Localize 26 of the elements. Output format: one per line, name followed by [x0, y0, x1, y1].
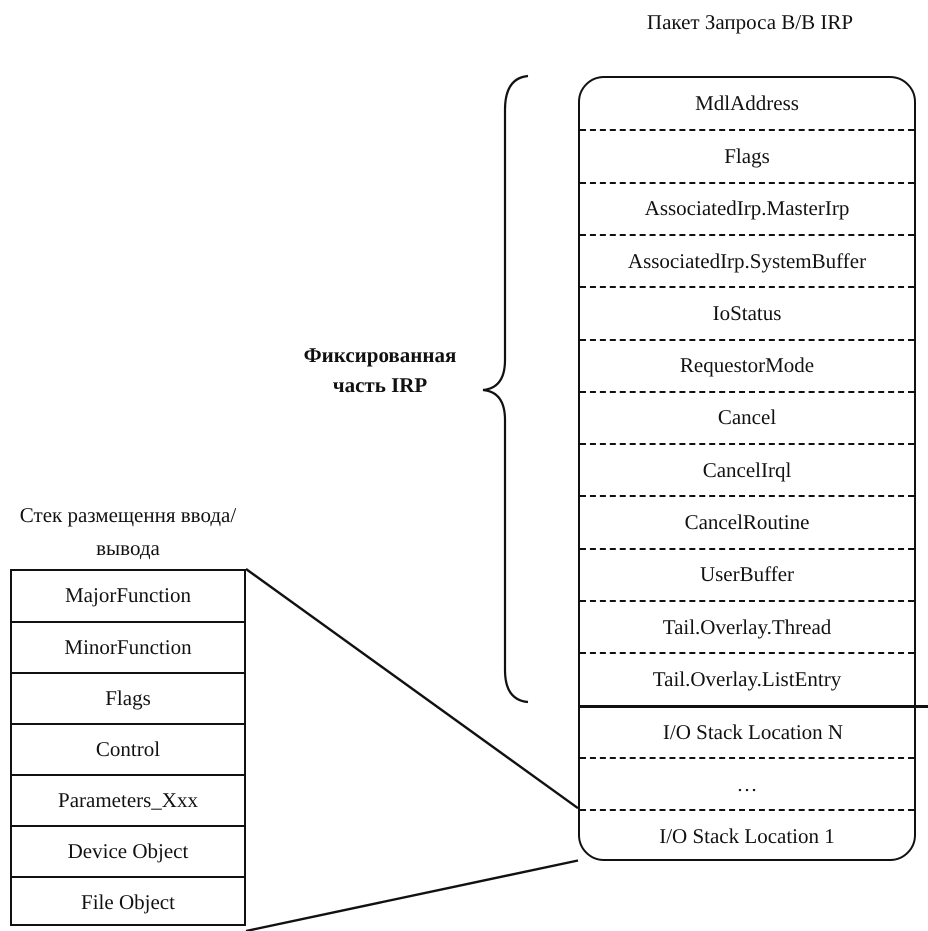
field-row: Parameters_Xxx	[12, 774, 244, 825]
field-row: Flags	[12, 672, 244, 723]
brace-label: Фиксированная часть IRP	[302, 342, 458, 399]
field-row: CancelRoutine	[580, 495, 914, 548]
field-row: Tail.Overlay.Thread	[580, 600, 914, 652]
field-row: I/O Stack Location N	[578, 704, 928, 757]
table-heading: Стек размещення ввода/вывода	[18, 502, 238, 562]
field-row: IoStatus	[580, 286, 914, 338]
field-row: …	[580, 756, 914, 810]
field-row: UserBuffer	[580, 548, 914, 600]
field-row: RequestorMode	[580, 338, 914, 391]
field-row: AssociatedIrp.SystemBuffer	[580, 234, 914, 286]
field-row: Device Object	[12, 825, 244, 876]
field-row: MdlAddress	[580, 77, 914, 130]
field-row: AssociatedIrp.MasterIrp	[580, 182, 914, 234]
field-row: CancelIrql	[580, 443, 914, 496]
field-row: MinorFunction	[12, 621, 244, 672]
table-heading: Пакет Запроса В/В IRP	[646, 9, 854, 36]
field-row: Tail.Overlay.ListEntry	[580, 652, 914, 705]
field-row: I/O Stack Location 1	[580, 809, 914, 862]
field-row: MajorFunction	[12, 570, 244, 621]
zoom-line	[245, 568, 579, 810]
field-row: File Object	[12, 876, 244, 927]
field-row: Flags	[580, 129, 914, 182]
field-row: Control	[12, 723, 244, 774]
field-row: Cancel	[580, 390, 914, 444]
